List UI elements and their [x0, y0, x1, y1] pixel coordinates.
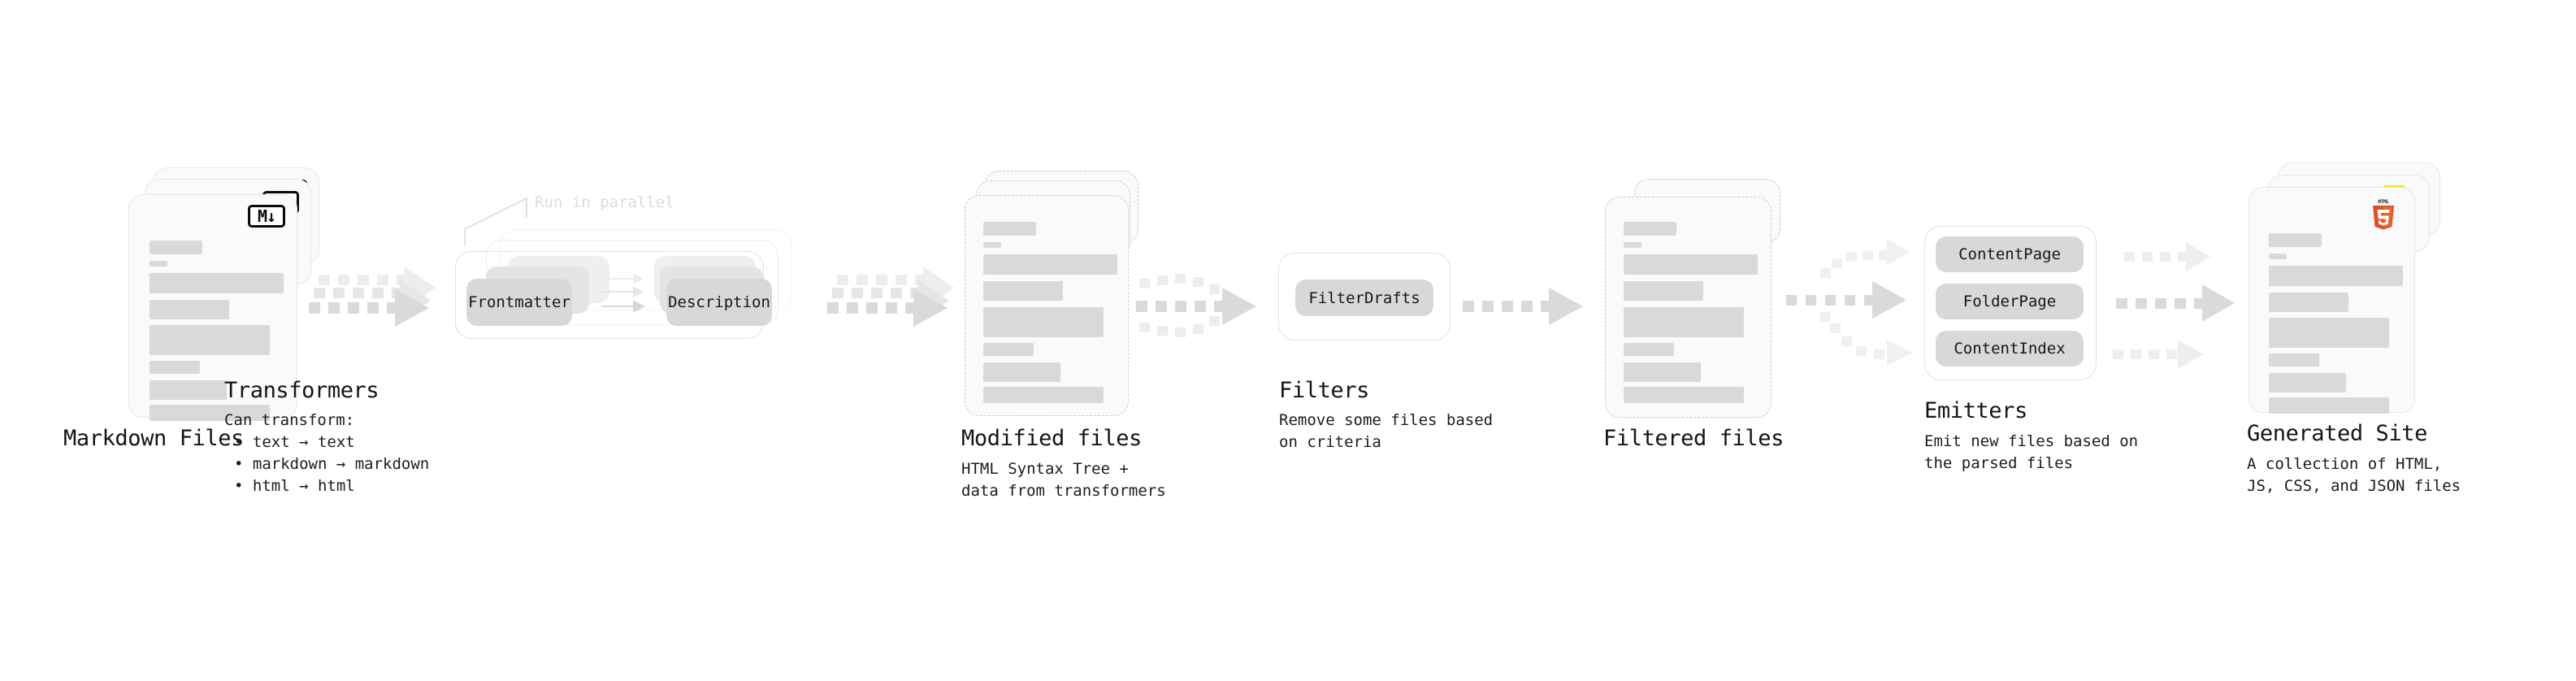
skeleton-bar	[2269, 293, 2348, 312]
skeleton-bar	[983, 242, 1001, 248]
arrow-emitters-to-site	[2113, 221, 2259, 416]
transformers-bullet-2: • markdown → markdown	[234, 455, 430, 473]
skeleton-bar	[983, 222, 1036, 236]
skeleton-bar	[2269, 397, 2389, 414]
transformers-group-back-2	[236, 229, 238, 231]
html5-icon: HTML	[2373, 199, 2394, 230]
skeleton-bar	[983, 387, 1104, 403]
filters-subtitle: Remove some files based on criteria	[1279, 411, 1494, 451]
skeleton-bar	[1624, 222, 1676, 236]
emitter-pill-folderpage[interactable]: FolderPage	[1936, 284, 2084, 319]
filtered-card-front	[1605, 197, 1772, 418]
skeleton-bar	[983, 362, 1060, 382]
skeleton-bar	[150, 241, 202, 254]
skeleton-bar	[983, 307, 1104, 337]
arrow-filtered-to-emitters	[1778, 218, 1932, 413]
modified-card-front	[965, 195, 1129, 416]
skeleton-bar	[150, 405, 270, 421]
stage-title-emitters: Emitters	[1924, 398, 2027, 423]
arrow-transformers-to-modified	[827, 267, 957, 366]
transformers-bullet-1: • text → text	[234, 433, 355, 451]
skeleton-bar	[2269, 233, 2322, 247]
modified-subtitle: HTML Syntax Tree + data from transformer…	[961, 460, 1166, 500]
skeleton-bar	[983, 281, 1063, 301]
skeleton-bar	[2269, 254, 2287, 259]
stage-title-filters: Filters	[1279, 378, 1369, 403]
stage-title-modified: Modified files	[961, 426, 1142, 451]
skeleton-bar	[1624, 387, 1744, 403]
skeleton-bar	[2269, 266, 2403, 286]
skeleton-bar	[1624, 343, 1674, 356]
transformers-subtitle: Can transform:	[224, 411, 355, 429]
skeleton-bar	[1624, 362, 1701, 382]
emitter-pill-contentindex[interactable]: ContentIndex	[1936, 331, 2084, 367]
arrow-filters-to-filtered	[1463, 286, 1585, 343]
arrow-modified-to-filters	[1136, 264, 1266, 370]
skeleton-bar	[1624, 242, 1641, 248]
skeleton-bar	[983, 254, 1117, 275]
transformers-bullet-3: • html → html	[234, 477, 355, 495]
skeleton-bar	[2269, 373, 2346, 393]
stage-title-generated-site: Generated Site	[2247, 421, 2427, 446]
transformer-pill-description[interactable]: Description	[666, 279, 772, 326]
markdown-card-front: M↓	[128, 194, 297, 421]
emitters-subtitle: Emit new files based on the parsed files	[1924, 432, 2139, 472]
transformer-inner-arrows	[601, 273, 646, 313]
skeleton-bar	[150, 261, 167, 267]
skeleton-bar	[150, 273, 284, 293]
skeleton-bar	[150, 380, 227, 400]
skeleton-bar	[1624, 307, 1744, 337]
generated-site-subtitle: A collection of HTML, JS, CSS, and JSON …	[2247, 455, 2461, 495]
skeleton-bar	[150, 325, 270, 355]
stage-title-filtered: Filtered files	[1603, 426, 1784, 451]
markdown-badge: M↓	[248, 205, 285, 228]
skeleton-bar	[983, 343, 1034, 356]
run-in-parallel-brace	[464, 197, 527, 245]
svg-text:HTML: HTML	[2378, 199, 2389, 205]
site-card-front: HTML	[2249, 187, 2415, 414]
skeleton-bar	[1624, 254, 1758, 275]
skeleton-bar	[1624, 281, 1703, 301]
emitter-pill-contentpage[interactable]: ContentPage	[1936, 236, 2084, 272]
skeleton-bar	[150, 361, 200, 374]
skeleton-bar	[2269, 318, 2389, 348]
stage-title-markdown: Markdown Files	[63, 426, 244, 451]
skeleton-bar	[2269, 354, 2319, 367]
skeleton-bar	[150, 300, 229, 319]
arrow-markdown-to-transformers	[309, 267, 439, 366]
transformer-pill-frontmatter[interactable]: Frontmatter	[466, 279, 572, 326]
stage-title-transformers: Transformers	[224, 378, 379, 403]
filter-pill-filterdrafts[interactable]: FilterDrafts	[1295, 280, 1433, 316]
run-in-parallel-label: Run in parallel	[535, 193, 674, 211]
